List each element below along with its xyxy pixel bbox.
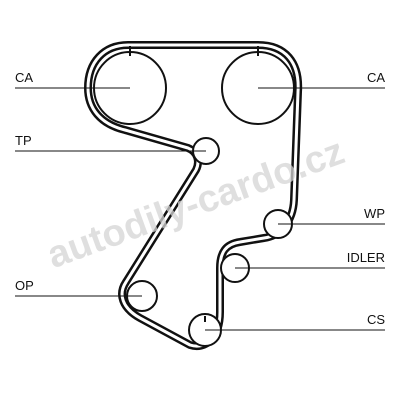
leader-lines <box>15 87 385 331</box>
label-idler: IDLER <box>347 250 385 265</box>
timing-belt <box>84 41 303 351</box>
label-wp: WP <box>364 206 385 221</box>
label-ca-right: CA <box>367 70 385 85</box>
label-ca-left: CA <box>15 70 33 85</box>
label-tp: TP <box>15 133 32 148</box>
camshaft-pulley-left <box>93 46 167 125</box>
camshaft-pulley-right <box>221 46 295 125</box>
label-op: OP <box>15 278 34 293</box>
label-cs: CS <box>367 312 385 327</box>
